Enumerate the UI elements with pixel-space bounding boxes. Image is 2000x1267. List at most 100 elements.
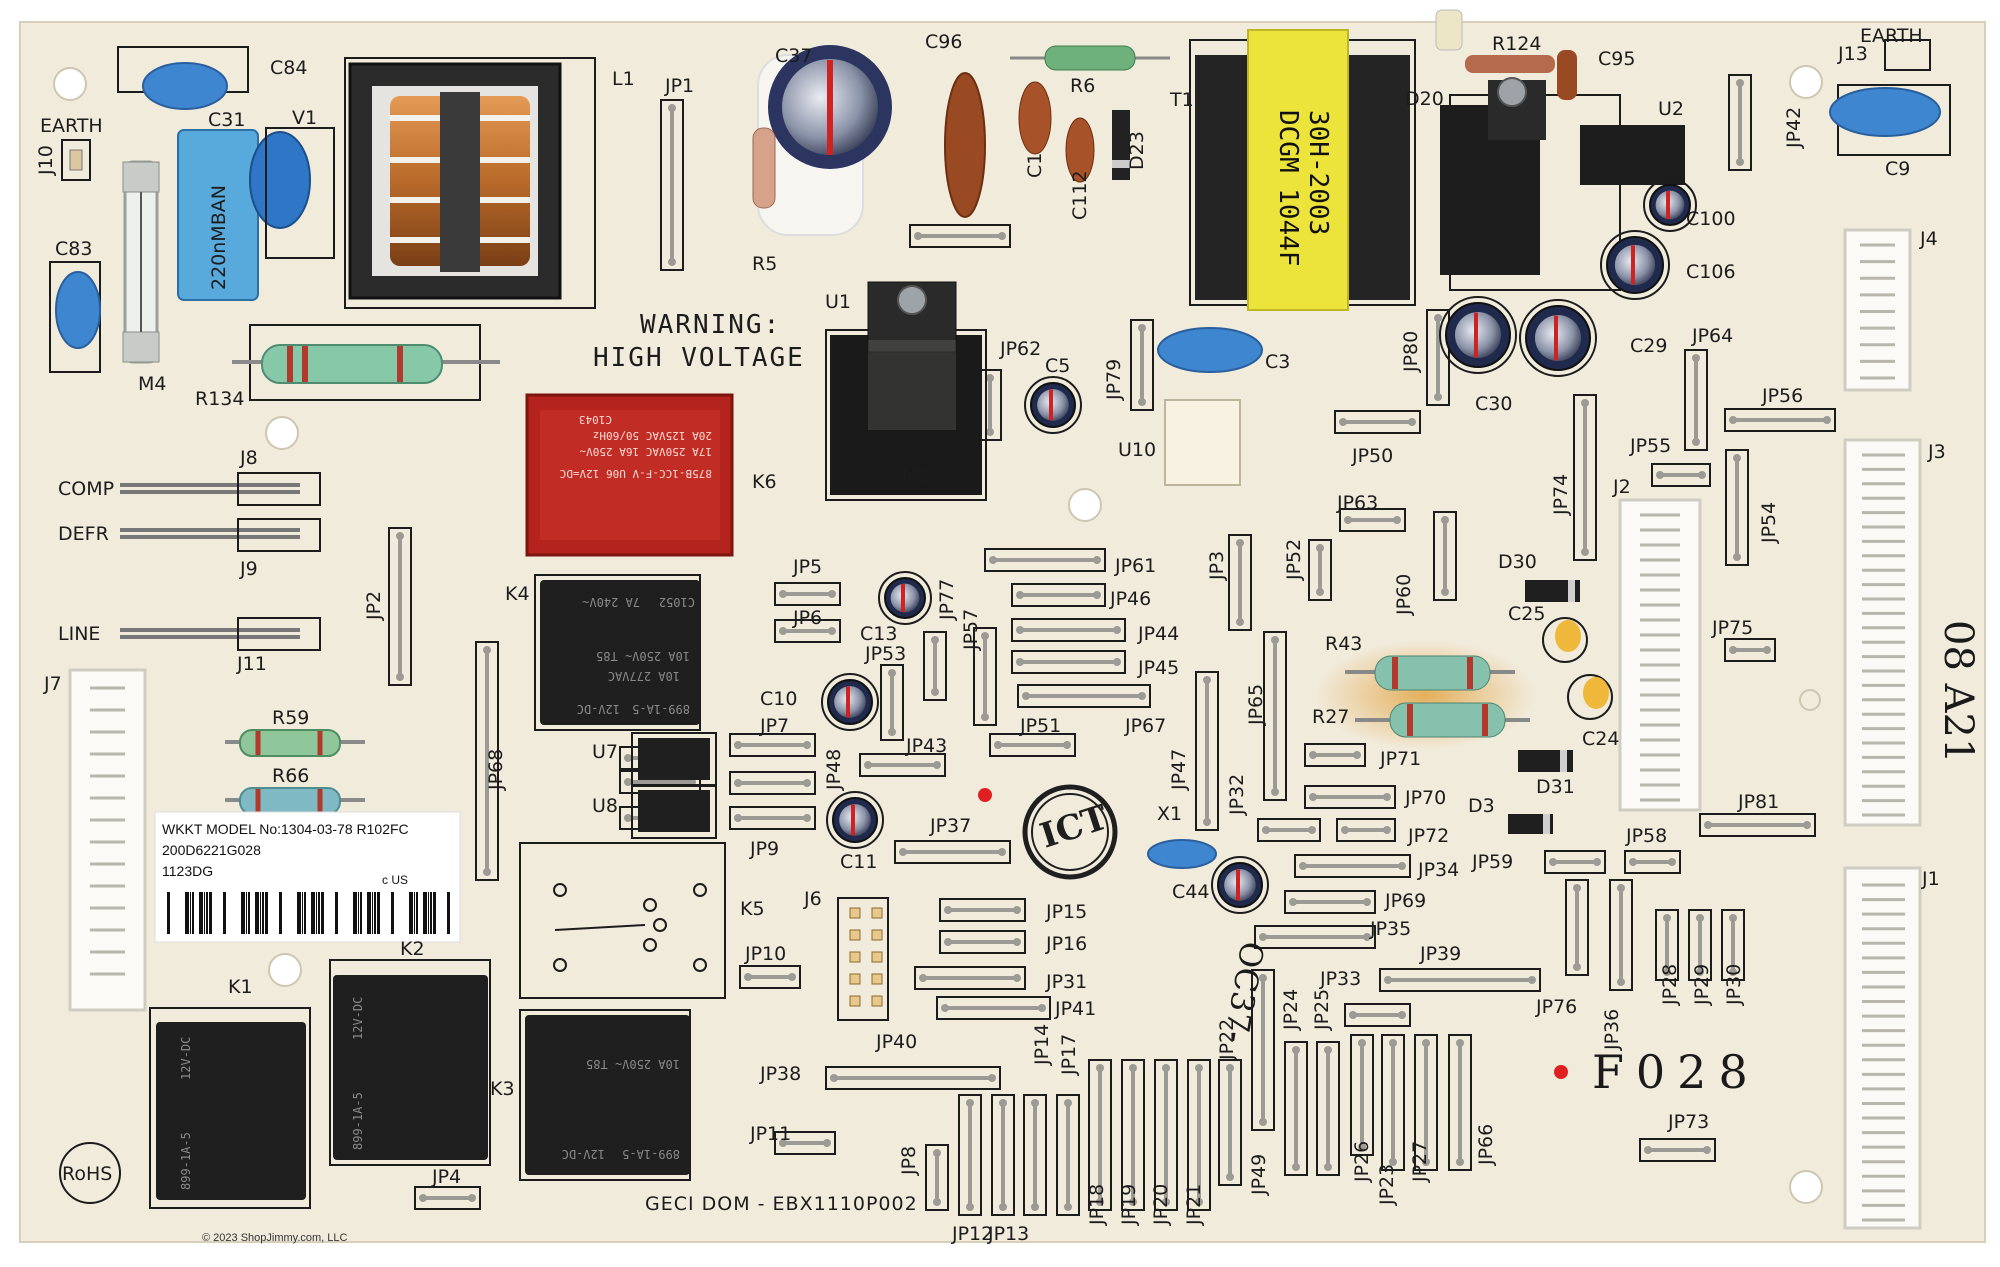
refdes-label: JP20 bbox=[1150, 1184, 1172, 1226]
refdes-label: U1 bbox=[825, 291, 851, 313]
relay-k4-code: C1052 bbox=[659, 595, 695, 609]
refdes-label: JP21 bbox=[1183, 1184, 1205, 1226]
refdes-label: JP35 bbox=[1369, 918, 1411, 940]
refdes-label: JP46 bbox=[1109, 588, 1151, 610]
refdes-label: JP45 bbox=[1137, 657, 1179, 679]
refdes-label: JP28 bbox=[1659, 964, 1681, 1006]
refdes-label: C31 bbox=[208, 109, 245, 131]
relay-k3-coil: 12V-DC bbox=[562, 1147, 605, 1161]
refdes-label: JP49 bbox=[1248, 1154, 1270, 1196]
refdes-label: J10 bbox=[35, 145, 57, 176]
capacitor-c31-marking: 220nMBAN bbox=[208, 185, 230, 290]
ic-u7 bbox=[638, 738, 710, 780]
refdes-label: C37 bbox=[775, 45, 812, 67]
inductor-l1 bbox=[344, 57, 596, 309]
relay-k2 bbox=[329, 959, 491, 1166]
label-ul-mark: c US bbox=[382, 873, 408, 887]
refdes-label: JP62 bbox=[999, 338, 1041, 360]
varistor-v1 bbox=[249, 131, 311, 229]
refdes-label: K5 bbox=[740, 898, 765, 920]
refdes-label: C44 bbox=[1172, 881, 1209, 903]
refdes-label: JP27 bbox=[1409, 1141, 1431, 1183]
capacitor-c31 bbox=[177, 129, 259, 301]
relay-k3-rating: 10A 250V~ T85 bbox=[586, 1057, 680, 1071]
refdes-label: JP12 bbox=[951, 1223, 993, 1245]
refdes-label: JP16 bbox=[1045, 933, 1087, 955]
refdes-label: R43 bbox=[1325, 633, 1362, 655]
refdes-label: K6 bbox=[752, 471, 777, 493]
refdes-label: JP64 bbox=[1691, 325, 1733, 347]
refdes-label: R5 bbox=[752, 253, 777, 275]
refdes-label: JP31 bbox=[1045, 971, 1087, 993]
regulator-u2 bbox=[1440, 77, 1685, 291]
refdes-label: JP15 bbox=[1045, 901, 1087, 923]
refdes-label: J4 bbox=[1919, 228, 1938, 250]
refdes-label: K2 bbox=[400, 938, 425, 960]
refdes-label: JP52 bbox=[1283, 539, 1305, 581]
relay-k6-code: C1043 bbox=[579, 413, 612, 426]
refdes-label: C5 bbox=[1045, 355, 1070, 377]
refdes-label: D31 bbox=[1536, 776, 1575, 798]
refdes-label: U8 bbox=[592, 795, 618, 817]
label-earth-right: EARTH bbox=[1860, 25, 1923, 47]
refdes-label: JP74 bbox=[1550, 474, 1572, 516]
refdes-label: C24 bbox=[1582, 728, 1619, 750]
refdes-label: JP68 bbox=[485, 749, 507, 791]
handwritten-code: F028 bbox=[1592, 1045, 1760, 1099]
refdes-label: D20 bbox=[1405, 88, 1444, 110]
refdes-label: R124 bbox=[1492, 33, 1541, 55]
connector-j2 bbox=[1618, 498, 1702, 812]
relay-k4-rating3: 7A 240V~ bbox=[582, 595, 640, 609]
refdes-label: JP9 bbox=[749, 838, 779, 860]
refdes-label: JP67 bbox=[1124, 715, 1166, 737]
refdes-label: C95 bbox=[1598, 48, 1635, 70]
refdes-label: C83 bbox=[55, 238, 92, 260]
refdes-label: JP57 bbox=[960, 609, 982, 651]
refdes-label: C9 bbox=[1885, 158, 1910, 180]
refdes-label: JP80 bbox=[1400, 331, 1422, 373]
refdes-label: JP13 bbox=[987, 1223, 1029, 1245]
refdes-label: R6 bbox=[1070, 75, 1095, 97]
refdes-label: JP70 bbox=[1404, 787, 1446, 809]
relay-k6-rating1: 17A 250VAC 16A 250V~ bbox=[579, 445, 712, 458]
refdes-label: R66 bbox=[272, 765, 309, 787]
relay-k3-model: 899-1A-5 bbox=[622, 1147, 680, 1161]
refdes-label: JP39 bbox=[1419, 943, 1461, 965]
refdes-label: JP50 bbox=[1351, 445, 1393, 467]
refdes-label: C3 bbox=[1265, 351, 1290, 373]
warning-text-2: HIGH VOLTAGE bbox=[593, 343, 805, 373]
refdes-label: X1 bbox=[1157, 803, 1182, 825]
resistor-r6 bbox=[1044, 45, 1136, 71]
refdes-label: JP56 bbox=[1761, 385, 1803, 407]
capacitor-c1 bbox=[1018, 81, 1052, 155]
relay-k4-coil: 12V-DC bbox=[577, 702, 620, 716]
refdes-label: JP65 bbox=[1245, 684, 1267, 726]
label-defr: DEFR bbox=[58, 523, 109, 545]
capacitor-c3 bbox=[1157, 327, 1263, 373]
refdes-label: JP61 bbox=[1114, 555, 1156, 577]
label-model-line: WKKT MODEL No:1304-03-78 R102FC bbox=[162, 821, 409, 837]
refdes-label: JP11 bbox=[749, 1123, 791, 1145]
refdes-label: U2 bbox=[1658, 98, 1684, 120]
refdes-label: R27 bbox=[1312, 706, 1349, 728]
relay-k6: 875B-1CC-F-V U06 12V=DC 17A 250VAC 16A 2… bbox=[525, 393, 734, 557]
relay-k6-rating2: 20A 125VAC 50/60Hz bbox=[593, 429, 712, 442]
refdes-label: C1 bbox=[1024, 153, 1046, 178]
refdes-label: JP66 bbox=[1475, 1124, 1497, 1166]
refdes-label: JP69 bbox=[1384, 890, 1426, 912]
refdes-label: C10 bbox=[760, 688, 797, 710]
relay-k2-model: 899-1A-5 bbox=[351, 1092, 365, 1150]
refdes-label: J1 bbox=[1921, 868, 1940, 890]
ic-u8 bbox=[638, 790, 710, 832]
refdes-label: JP19 bbox=[1118, 1184, 1140, 1226]
refdes-label: C11 bbox=[840, 851, 877, 873]
refdes-label: JP24 bbox=[1280, 989, 1302, 1031]
mounting-holes bbox=[53, 65, 1823, 1204]
label-earth-left: EARTH bbox=[40, 115, 103, 137]
connector-j6 bbox=[837, 897, 889, 1021]
label-date-code: 1123DG bbox=[162, 863, 213, 879]
refdes-label: C13 bbox=[860, 623, 897, 645]
copyright-text: © 2023 ShopJimmy.com, LLC bbox=[202, 1232, 348, 1244]
heatsink-m1 bbox=[825, 281, 987, 501]
